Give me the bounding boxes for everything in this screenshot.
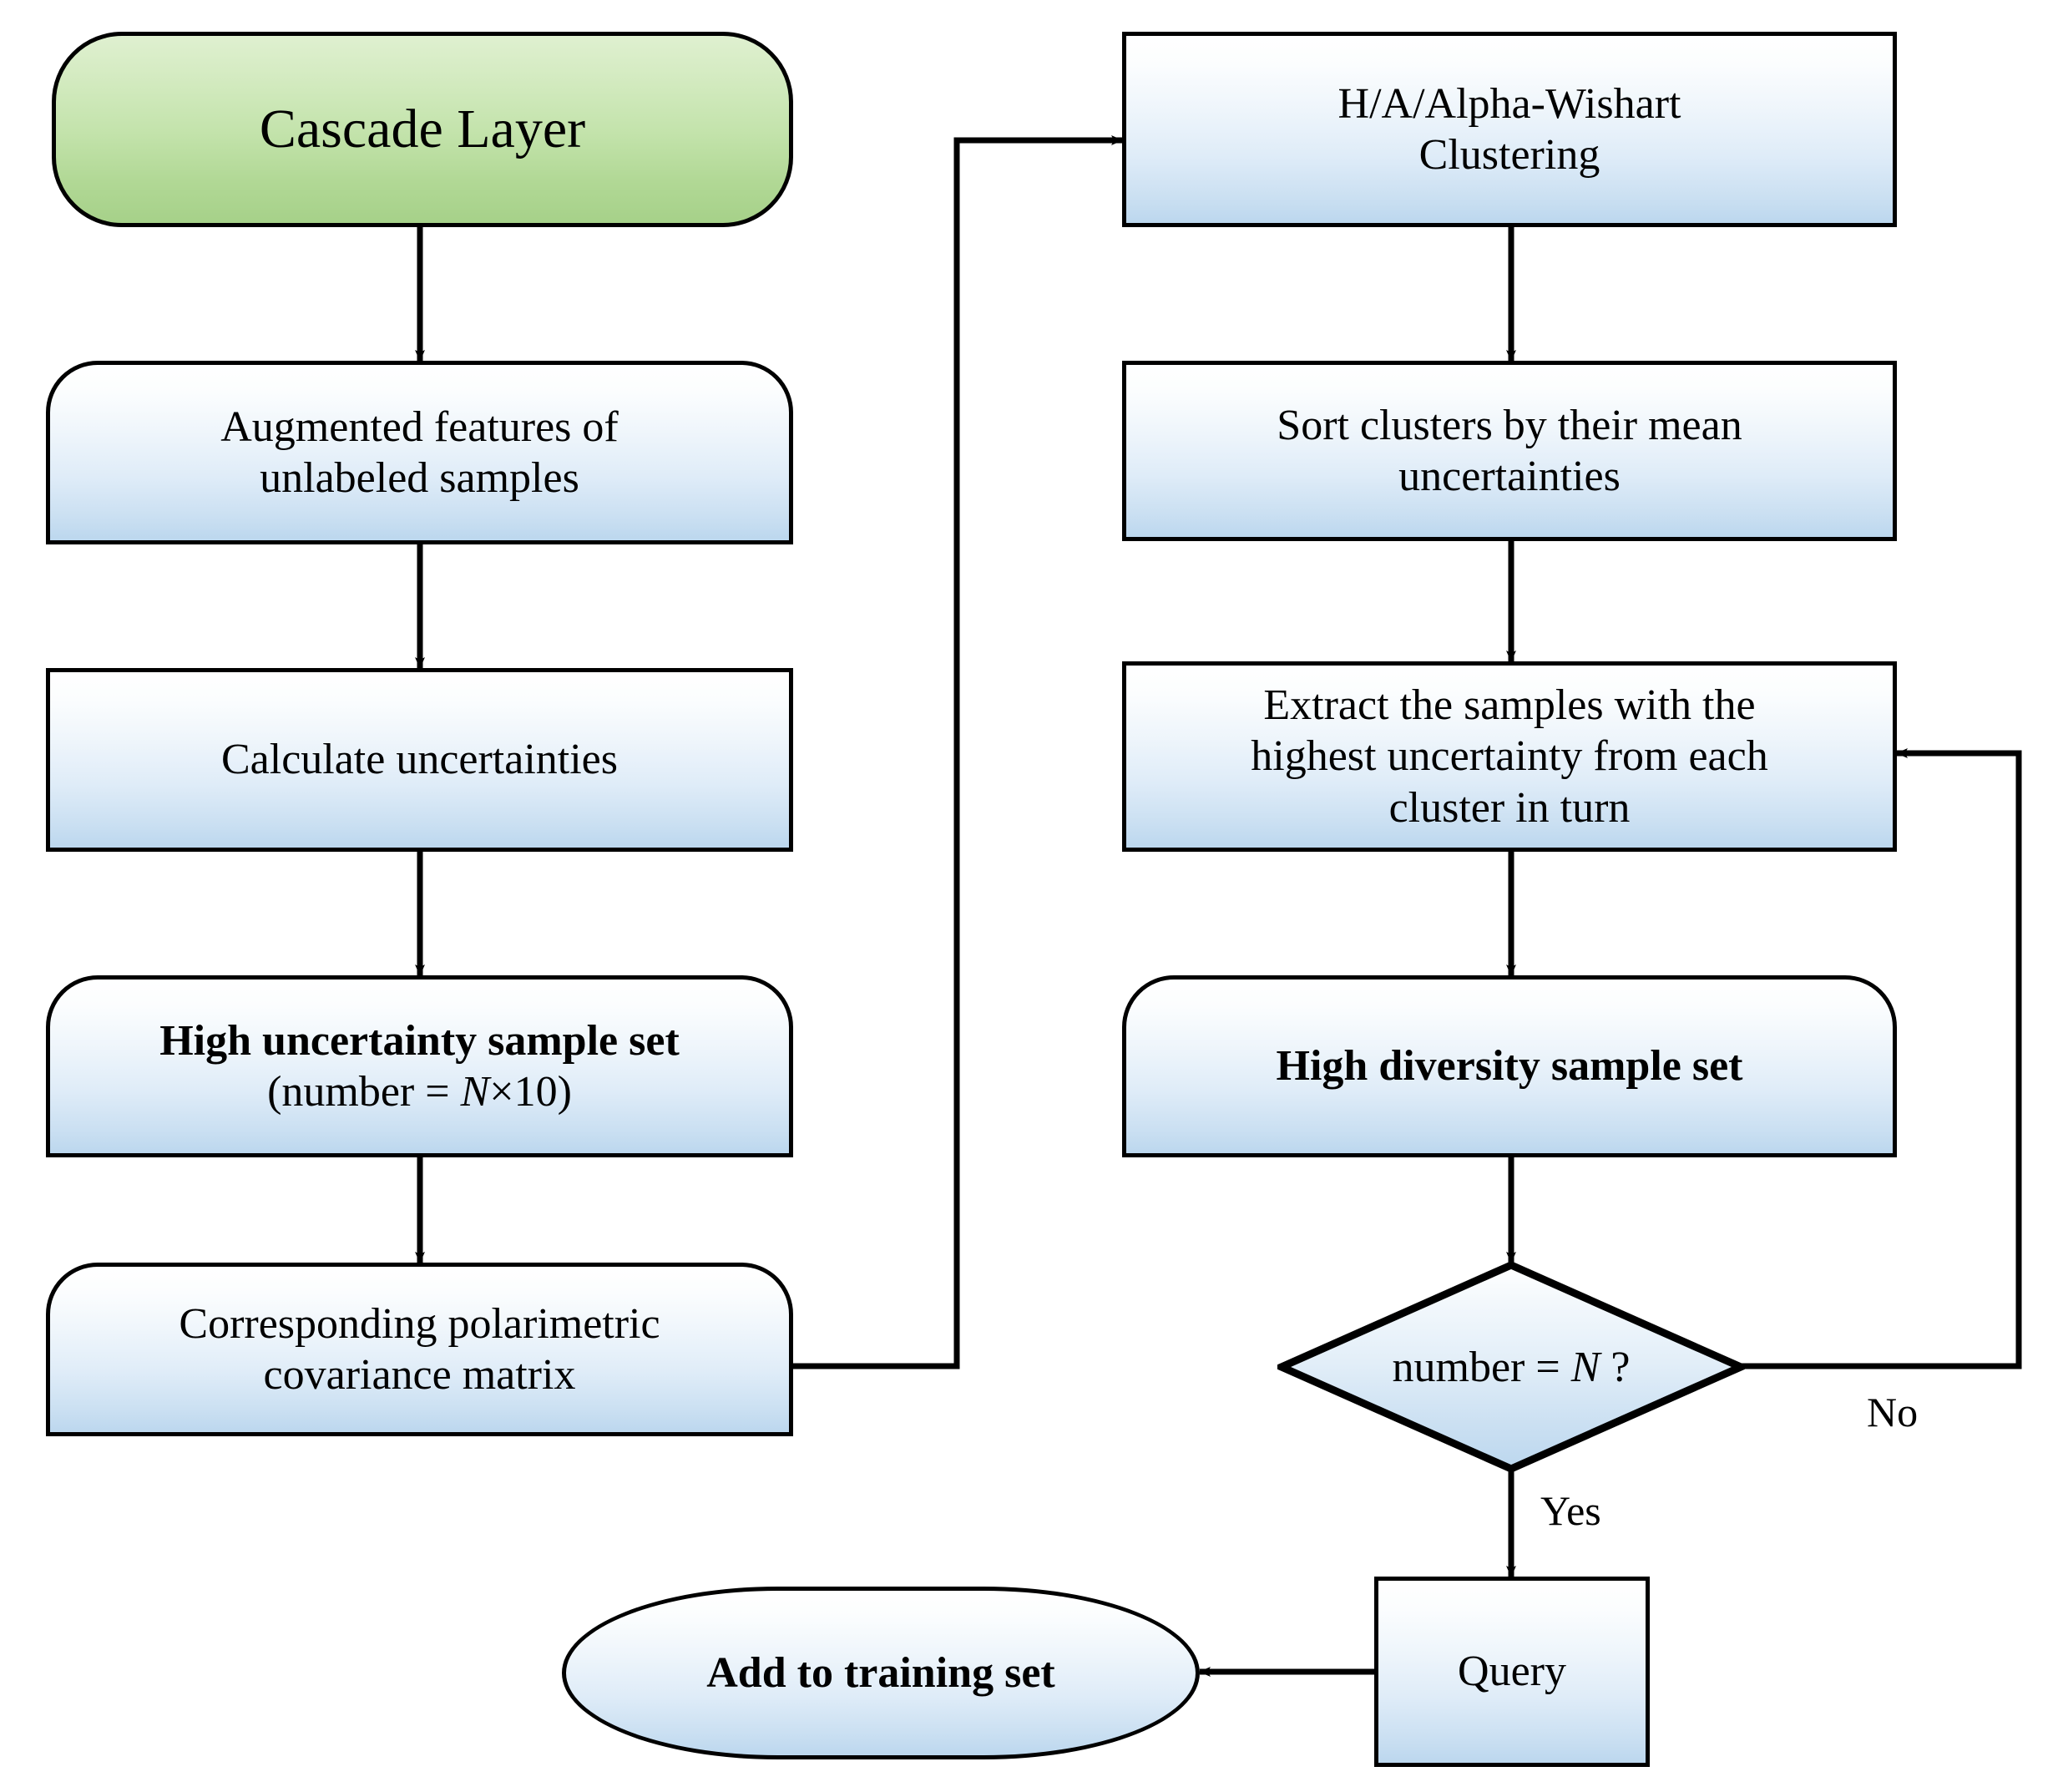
extract-line-1: Extract the samples with the xyxy=(1263,681,1756,729)
decision-prefix: number = xyxy=(1392,1343,1571,1391)
node-calculate-uncertainties[interactable]: Calculate uncertainties xyxy=(46,668,793,852)
node-sort-clusters-label: Sort clusters by their mean uncertaintie… xyxy=(1126,400,1893,503)
node-augmented-features-label: Augmented features of unlabeled samples xyxy=(50,402,789,504)
node-cascade-layer-label: Cascade Layer xyxy=(259,99,586,160)
node-augmented-features[interactable]: Augmented features of unlabeled samples xyxy=(46,361,793,544)
node-extract-samples[interactable]: Extract the samples with the highest unc… xyxy=(1122,661,1897,852)
node-add-to-training-set-label: Add to training set xyxy=(706,1648,1055,1697)
edge-label-yes: Yes xyxy=(1540,1487,1601,1534)
sort-clusters-line-2: uncertainties xyxy=(1398,453,1621,500)
node-sort-clusters[interactable]: Sort clusters by their mean uncertaintie… xyxy=(1122,361,1897,541)
augmented-line-2: unlabeled samples xyxy=(260,454,579,502)
extract-line-2: highest uncertainty from each xyxy=(1251,732,1768,781)
sort-clusters-line-1: Sort clusters by their mean xyxy=(1277,401,1742,449)
node-query-label: Query xyxy=(1458,1648,1566,1696)
decision-var: N xyxy=(1570,1343,1600,1391)
clustering-line-1: H/A/Alpha-Wishart xyxy=(1337,79,1681,128)
high-uncertainty-count-suffix: ×10) xyxy=(489,1068,572,1116)
node-extract-samples-label: Extract the samples with the highest unc… xyxy=(1126,680,1893,833)
extract-line-3: cluster in turn xyxy=(1388,783,1631,832)
node-query[interactable]: Query xyxy=(1374,1577,1650,1767)
high-uncertainty-count: (number = N×10) xyxy=(267,1068,572,1116)
edge-covariance-to-clustering xyxy=(793,135,1123,1369)
decision-suffix: ? xyxy=(1600,1343,1631,1391)
augmented-line-1: Augmented features of xyxy=(220,402,619,451)
node-high-diversity-set[interactable]: High diversity sample set xyxy=(1122,975,1897,1157)
node-clustering-label: H/A/Alpha-Wishart Clustering xyxy=(1126,78,1893,181)
node-add-to-training-set[interactable]: Add to training set xyxy=(562,1587,1200,1759)
node-high-uncertainty-set[interactable]: High uncertainty sample set (number = N×… xyxy=(46,975,793,1157)
node-decision-label: number = N ? xyxy=(1393,1343,1631,1392)
covariance-line-2: covariance matrix xyxy=(263,1351,576,1399)
covariance-line-1: Corresponding polarimetric xyxy=(179,1299,660,1348)
node-clustering[interactable]: H/A/Alpha-Wishart Clustering xyxy=(1122,32,1897,227)
node-high-uncertainty-set-label: High uncertainty sample set (number = N×… xyxy=(50,1015,789,1118)
decision-diamond-shape xyxy=(1277,1261,1745,1473)
edge-label-no: No xyxy=(1867,1389,1919,1435)
node-covariance-matrix-label: Corresponding polarimetric covariance ma… xyxy=(50,1298,789,1401)
high-uncertainty-title: High uncertainty sample set xyxy=(159,1016,680,1065)
clustering-line-2: Clustering xyxy=(1418,131,1600,179)
high-uncertainty-count-prefix: (number = xyxy=(267,1068,461,1116)
edge-decision-no-to-extract xyxy=(1686,748,2022,1369)
node-covariance-matrix[interactable]: Corresponding polarimetric covariance ma… xyxy=(46,1263,793,1436)
node-cascade-layer[interactable]: Cascade Layer xyxy=(52,32,793,227)
high-uncertainty-count-var: N xyxy=(460,1068,490,1116)
node-high-diversity-set-label: High diversity sample set xyxy=(1276,1042,1743,1091)
node-calculate-uncertainties-label: Calculate uncertainties xyxy=(220,736,618,784)
node-decision-number-equals-n[interactable]: number = N ? xyxy=(1277,1261,1745,1473)
